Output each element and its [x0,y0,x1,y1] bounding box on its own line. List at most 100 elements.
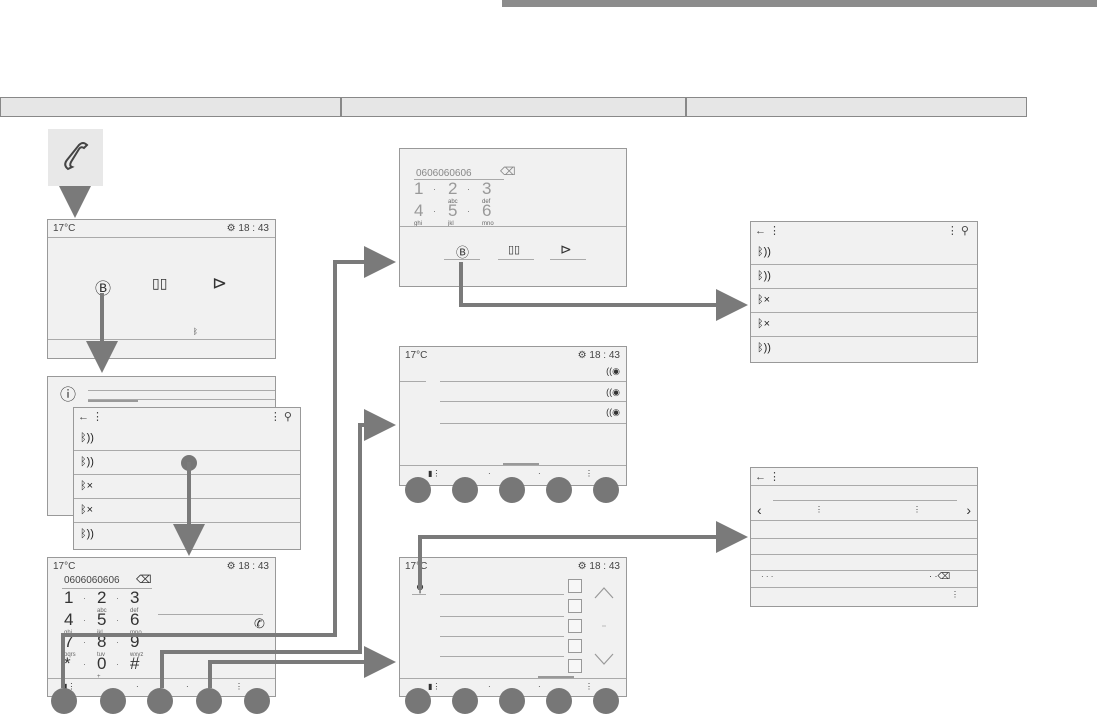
keypad-key[interactable]: 6 [482,201,492,220]
keypad-key[interactable]: 1 [64,588,74,607]
dot: ⋮ [585,682,593,691]
keypad-key[interactable]: 9 [130,632,140,651]
keypad-separator: · [83,615,86,625]
call-icon[interactable]: ✆ [254,616,265,631]
keypad-key[interactable]: 4 [64,610,74,629]
back-arrow-icon[interactable]: ← ⋮ [755,471,781,483]
chevron-right-icon[interactable]: › [966,502,971,518]
dot: · [488,469,491,478]
callout-2 [100,688,126,714]
arrow-search-to-keyboard [418,521,748,590]
list-item[interactable]: ᛒ× [751,288,977,313]
keypad-letters: ghi [414,221,423,227]
play-icon[interactable]: ⊳ [212,273,228,293]
bluetooth-icon[interactable]: Ⓑ [456,245,470,260]
keypad-key[interactable]: 4 [414,201,424,220]
keypad-separator: · [116,615,119,625]
column-header-2 [341,97,686,117]
bluetooth-icon[interactable]: Ⓑ [95,281,112,298]
back-arrow-icon[interactable]: ← ⋮ [755,225,781,237]
call-log-screen: 17°C ⚙ 18 : 43 ((◉ ((◉ ((◉ ▮⋮ · · ⋮ [399,346,627,486]
search-icon[interactable]: ⋮ ⚲ [946,225,969,237]
dialed-number: 0606060606 [64,575,120,586]
scroll-controls[interactable] [593,584,619,674]
keypad-key[interactable]: 7 [64,632,74,651]
callout-1 [405,688,431,714]
column-header-3 [686,97,1027,117]
dot: ⋮ [951,590,959,599]
keypad-letters: abc [97,608,107,614]
keypad-separator: · [467,184,470,194]
list-item[interactable]: ᛒ)) [74,426,300,451]
checkbox[interactable] [568,659,582,673]
search-icon[interactable]: ⋮ ⚲ [269,411,292,423]
list-item[interactable]: ᛒ)) [751,264,977,289]
keypad-key[interactable]: 2 [97,588,107,607]
keypad-key[interactable]: 3 [130,588,140,607]
arrow-dial-to-bt-list [459,262,748,321]
list-item[interactable]: ᛒ× [751,312,977,337]
checkbox[interactable] [568,639,582,653]
callout-2 [452,688,478,714]
keypad-key[interactable]: # [130,654,140,673]
contacts-tab-icon[interactable]: ▮⋮ [428,469,441,478]
call-status-icon: ((◉ [606,366,620,376]
keypad-separator: · [116,659,119,669]
keypad-key[interactable]: 8 [97,632,107,651]
phone-handset-icon [64,142,89,171]
callout-1 [405,477,431,503]
dot: · [538,469,541,478]
list-item[interactable]: ᛒ)) [757,342,771,354]
keypad-letters: def [482,199,491,205]
backspace-icon[interactable]: · ·⌫ [929,571,951,581]
phone-main-screen: 17°C ⚙ 18 : 43 Ⓑ ▯▯ ⊳ ᛒ [47,219,276,359]
callout-4 [196,688,222,714]
keypad-separator: · [116,637,119,647]
clock: ⚙ 18 : 43 [577,350,620,361]
contacts-icon[interactable]: ▯▯ [152,275,168,291]
checkbox[interactable] [568,579,582,593]
contacts-icon[interactable]: ▯▯ [508,244,521,256]
call-status-icon: ((◉ [606,407,620,417]
chevron-left-icon[interactable]: ‹ [757,502,762,518]
contacts-tab-icon[interactable]: ▮⋮ [428,682,441,691]
checkbox[interactable] [568,599,582,613]
keypad-separator: · [467,206,470,216]
info-icon: ⓘ [60,387,77,404]
keypad-separator: · [433,184,436,194]
keypad-key[interactable]: 5 [448,201,458,220]
keypad-separator: · [83,659,86,669]
list-item[interactable]: ᛒ)) [80,528,94,540]
back-arrow-icon[interactable]: ← ⋮ [78,411,104,423]
contacts-tab-icon[interactable]: ▮⋮ [63,682,76,691]
search-keyboard-screen: ← ⋮ ‹ ⋮ ⋮ › · · · · ·⌫ ⋮ [750,467,978,607]
backspace-icon[interactable]: ⌫ [500,166,516,178]
phone-tile[interactable] [48,129,103,186]
backspace-icon[interactable]: ⌫ [136,574,152,586]
callout-3 [499,477,525,503]
temperature: 17°C [405,561,428,572]
keypad-key[interactable]: 1 [414,179,424,198]
dot: · [136,682,139,691]
list-item[interactable]: ᛒ)) [751,240,977,265]
checkbox[interactable] [568,619,582,633]
keypad-key[interactable]: 6 [130,610,140,629]
play-icon[interactable]: ⊳ [560,241,572,257]
callout-5 [593,477,619,503]
dot: · [186,682,189,691]
keypad-key[interactable]: * [64,654,71,673]
dot: ⋮ [913,505,921,514]
keypad-key[interactable]: 2 [448,179,458,198]
bluetooth-small-icon: ᛒ [193,327,198,336]
keypad-key[interactable]: 5 [97,610,107,629]
keypad-separator: · [83,637,86,647]
keypad-key[interactable]: 0 [97,654,107,673]
clock: ⚙ 18 : 43 [226,561,269,572]
arrow-keypad-to-dial [61,246,396,688]
temperature: 17°C [53,561,76,572]
callout-2 [452,477,478,503]
contacts-screen: 17°C ⚙ 18 : 43 ⚲ ▮⋮ · · ⋮ [399,557,627,697]
keypad-key[interactable]: 3 [482,179,492,198]
callout-5 [244,688,270,714]
